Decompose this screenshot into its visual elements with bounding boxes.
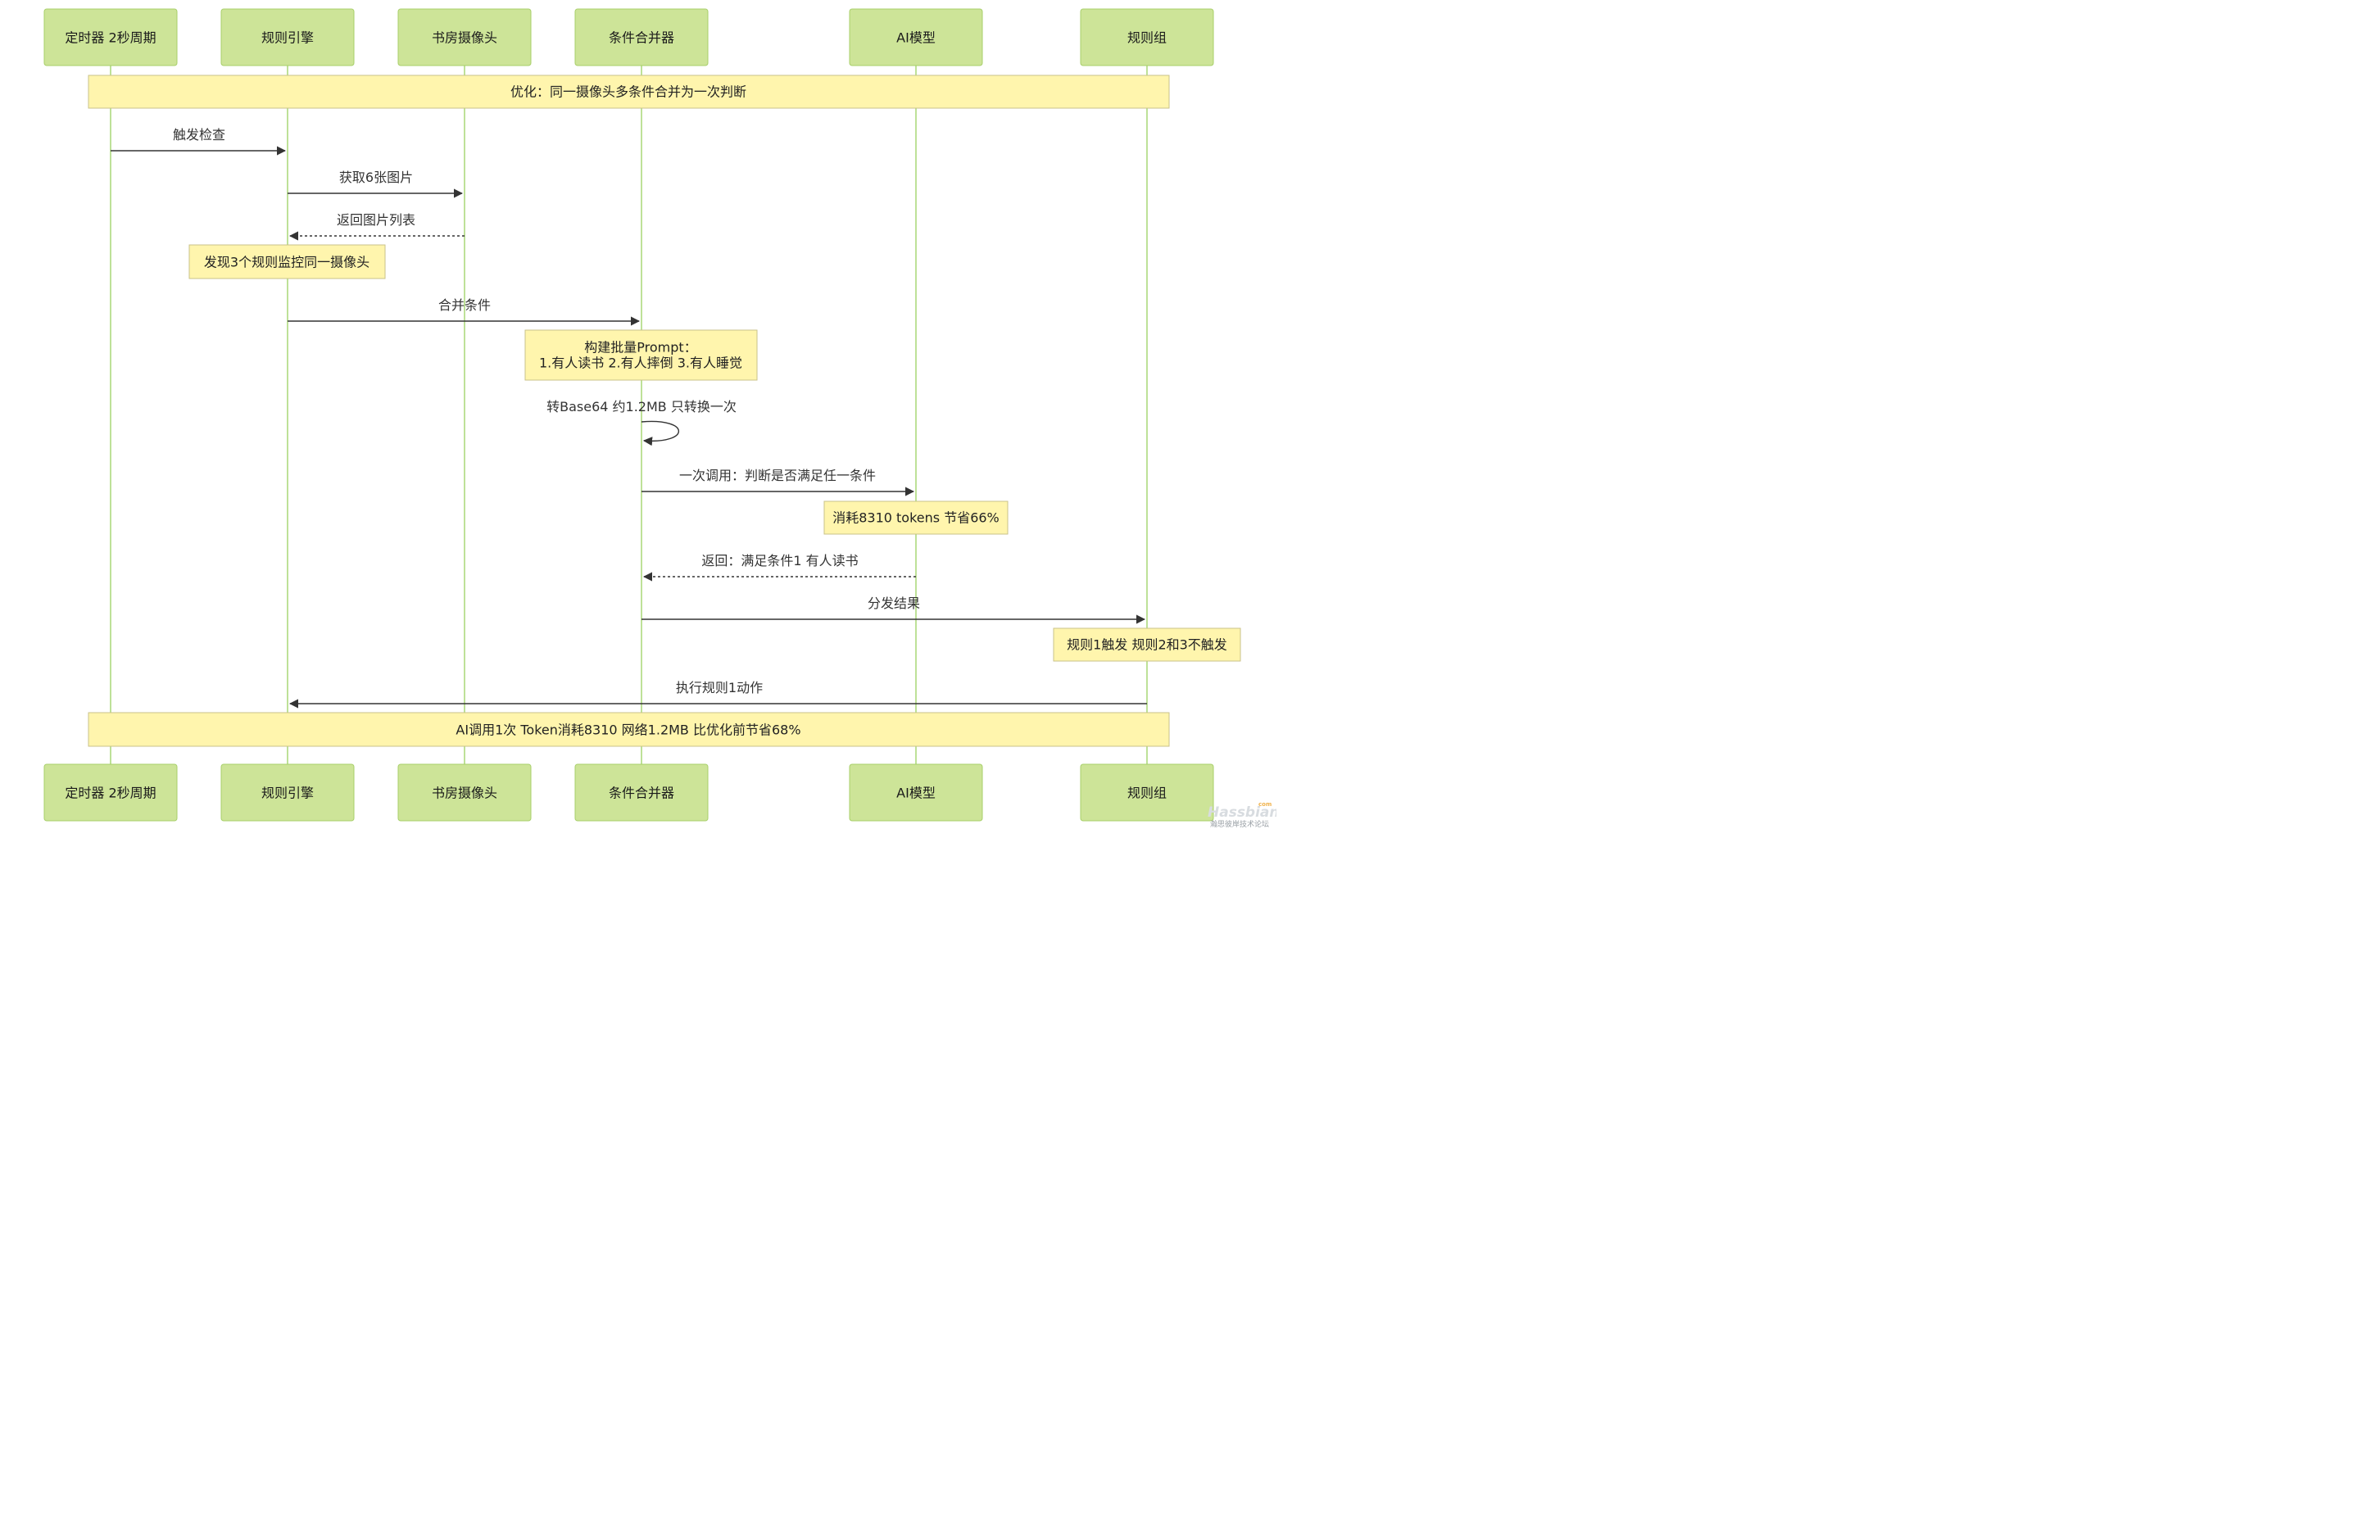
message-return-images: 返回图片列表: [288, 212, 465, 241]
participants-bottom: 定时器 2秒周期 规则引擎 书房摄像头 条件合并器 AI模型 规则组: [43, 763, 1214, 822]
participant-camera-top: 书房摄像头: [397, 8, 532, 66]
message-self-loop: [641, 420, 679, 446]
message-label: 触发检查: [173, 127, 225, 143]
message-label: 一次调用：判断是否满足任一条件: [679, 468, 876, 483]
message-execute-action: 执行规则1动作: [288, 680, 1147, 709]
participant-group-bottom: 规则组: [1080, 763, 1214, 822]
participant-label: 条件合并器: [609, 786, 674, 801]
participant-label: 书房摄像头: [432, 786, 497, 801]
watermark-brand: Hassbian: [1208, 804, 1276, 821]
participant-ai-top: AI模型: [849, 8, 983, 66]
message-label: 分发结果: [868, 596, 920, 611]
message-label: 返回图片列表: [337, 212, 415, 228]
watermark: Hassbian com 瀚思彼岸技术论坛: [1208, 801, 1276, 829]
participants-top: 定时器 2秒周期 规则引擎 书房摄像头 条件合并器 AI模型 规则组: [43, 8, 1214, 66]
participant-label: 规则组: [1127, 30, 1167, 46]
message-dispatch-result: 分发结果: [641, 596, 1146, 624]
note-bottom-banner: AI调用1次 Token消耗8310 网络1.2MB 比优化前节省68%: [88, 712, 1170, 747]
participant-timer-top: 定时器 2秒周期: [43, 8, 178, 66]
participant-camera-bottom: 书房摄像头: [397, 763, 532, 822]
participant-group-top: 规则组: [1080, 8, 1214, 66]
note-bottom-banner-text: AI调用1次 Token消耗8310 网络1.2MB 比优化前节省68%: [456, 722, 800, 738]
note-tokens-text: 消耗8310 tokens 节省66%: [832, 510, 1000, 526]
note-top-banner: 优化：同一摄像头多条件合并为一次判断: [88, 75, 1170, 109]
message-label: 合并条件: [438, 297, 491, 313]
participant-timer-bottom: 定时器 2秒周期: [43, 763, 178, 822]
participant-merger-top: 条件合并器: [574, 8, 709, 66]
note-rule-result: 规则1触发 规则2和3不触发: [1053, 627, 1241, 662]
message-label: 获取6张图片: [339, 170, 413, 185]
message-return-result: 返回：满足条件1 有人读书: [642, 553, 916, 582]
note-rule-result-text: 规则1触发 规则2和3不触发: [1067, 637, 1227, 653]
message-base64-self: 转Base64 约1.2MB 只转换一次: [546, 399, 737, 446]
message-label: 返回：满足条件1 有人读书: [701, 553, 858, 568]
participant-label: 条件合并器: [609, 30, 674, 46]
lifelines: [110, 66, 1148, 765]
participant-label: 书房摄像头: [432, 30, 497, 46]
participant-ai-bottom: AI模型: [849, 763, 983, 822]
message-merge-conditions: 合并条件: [288, 297, 641, 326]
watermark-suffix: com: [1258, 801, 1272, 808]
participant-engine-top: 规则引擎: [220, 8, 355, 66]
message-label: 转Base64 约1.2MB 只转换一次: [546, 399, 737, 414]
participant-label: 定时器 2秒周期: [65, 786, 156, 801]
note-found-rules-text: 发现3个规则监控同一摄像头: [204, 255, 369, 270]
participant-label: AI模型: [896, 30, 936, 46]
participant-label: 定时器 2秒周期: [65, 30, 156, 46]
note-top-banner-text: 优化：同一摄像头多条件合并为一次判断: [510, 84, 746, 100]
participant-label: AI模型: [896, 786, 936, 801]
note-build-prompt-line1: 构建批量Prompt：: [584, 340, 696, 356]
note-build-prompt-line2: 1.有人读书 2.有人摔倒 3.有人睡觉: [539, 356, 742, 371]
message-trigger-check: 触发检查: [111, 127, 287, 156]
message-single-call: 一次调用：判断是否满足任一条件: [641, 468, 915, 496]
participant-label: 规则引擎: [261, 786, 314, 801]
message-label: 执行规则1动作: [676, 680, 763, 695]
message-get-images: 获取6张图片: [288, 170, 464, 198]
participant-label: 规则引擎: [261, 30, 314, 46]
sequence-diagram: 定时器 2秒周期 规则引擎 书房摄像头 条件合并器 AI模型 规则组 优化：同一…: [43, 8, 1276, 829]
participant-merger-bottom: 条件合并器: [574, 763, 709, 822]
participant-engine-bottom: 规则引擎: [220, 763, 355, 822]
participant-label: 规则组: [1127, 786, 1167, 801]
note-build-prompt: 构建批量Prompt： 1.有人读书 2.有人摔倒 3.有人睡觉: [524, 329, 758, 381]
watermark-tagline: 瀚思彼岸技术论坛: [1210, 819, 1269, 829]
note-tokens: 消耗8310 tokens 节省66%: [823, 500, 1009, 535]
note-found-rules: 发现3个规则监控同一摄像头: [188, 244, 386, 279]
